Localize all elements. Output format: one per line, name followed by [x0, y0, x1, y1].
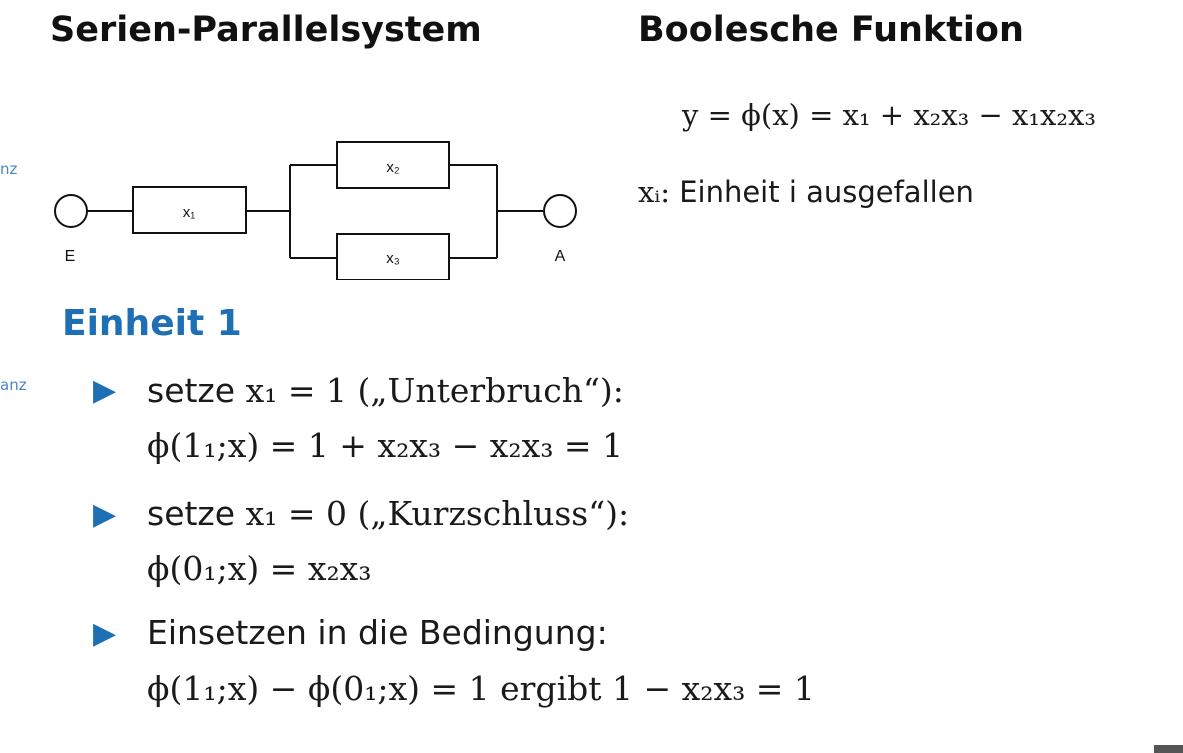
bullet-2-line-1: setze x₁ = 0 („Kurzschluss“): — [147, 494, 629, 533]
bullet-1-prefix: setze — [147, 371, 236, 410]
series-parallel-diagram: x₁ x₂ x₃ E A — [54, 141, 577, 280]
sidebar-label-2[interactable]: anz — [0, 376, 27, 394]
bullet-2-rest: = 0 („Kurzschluss“): — [287, 494, 630, 533]
section-title-einheit-1: Einheit 1 — [62, 303, 242, 344]
bullet-3: ▶ — [93, 616, 116, 651]
block-x1-label: x₁ — [183, 204, 196, 221]
bullet-1: ▶ — [93, 373, 116, 408]
bullet-2: ▶ — [93, 497, 116, 532]
boolean-note: xᵢ: Einheit i ausgefallen — [638, 175, 974, 209]
node-E-circle — [54, 194, 88, 228]
node-E-label: E — [65, 248, 76, 265]
right-heading: Boolesche Funktion — [638, 10, 1024, 50]
corner-navigation-button[interactable] — [1154, 745, 1183, 753]
bullet-1-var: x₁ — [245, 371, 278, 410]
left-heading: Serien-Parallelsystem — [50, 10, 482, 50]
bullet-1-line-1: setze x₁ = 1 („Unterbruch“): — [147, 371, 624, 410]
node-A-circle — [543, 194, 577, 228]
bullet-2-line-2: ϕ(0₁;x) = x₂x₃ — [147, 549, 372, 588]
bullet-3-line-1: Einsetzen in die Bedingung: — [147, 613, 608, 652]
boolean-function-equation: y = ϕ(x) = x₁ + x₂x₃ − x₁x₂x₃ — [682, 98, 1096, 132]
bullet-3-line-2: ϕ(1₁;x) − ϕ(0₁;x) = 1 ergibt 1 − x₂x₃ = … — [147, 669, 815, 708]
bullet-triangle-icon: ▶ — [93, 373, 117, 408]
bullet-triangle-icon: ▶ — [93, 497, 117, 532]
bullet-2-var: x₁ — [245, 494, 278, 533]
sidebar-label-1[interactable]: nz — [0, 160, 18, 178]
boolean-note-variable: xᵢ: — [638, 175, 670, 209]
node-A-label: A — [555, 248, 566, 265]
bullet-2-prefix: setze — [147, 494, 236, 533]
block-x3-label: x₃ — [386, 250, 400, 267]
boolean-note-text: Einheit i ausgefallen — [679, 175, 974, 209]
bullet-1-rest: = 1 („Unterbruch“): — [287, 371, 624, 410]
bullet-triangle-icon: ▶ — [93, 616, 117, 651]
block-x2-label: x₂ — [386, 159, 400, 176]
block-x3 — [336, 233, 450, 280]
bullet-1-line-2: ϕ(1₁;x) = 1 + x₂x₃ − x₂x₃ = 1 — [147, 426, 624, 465]
